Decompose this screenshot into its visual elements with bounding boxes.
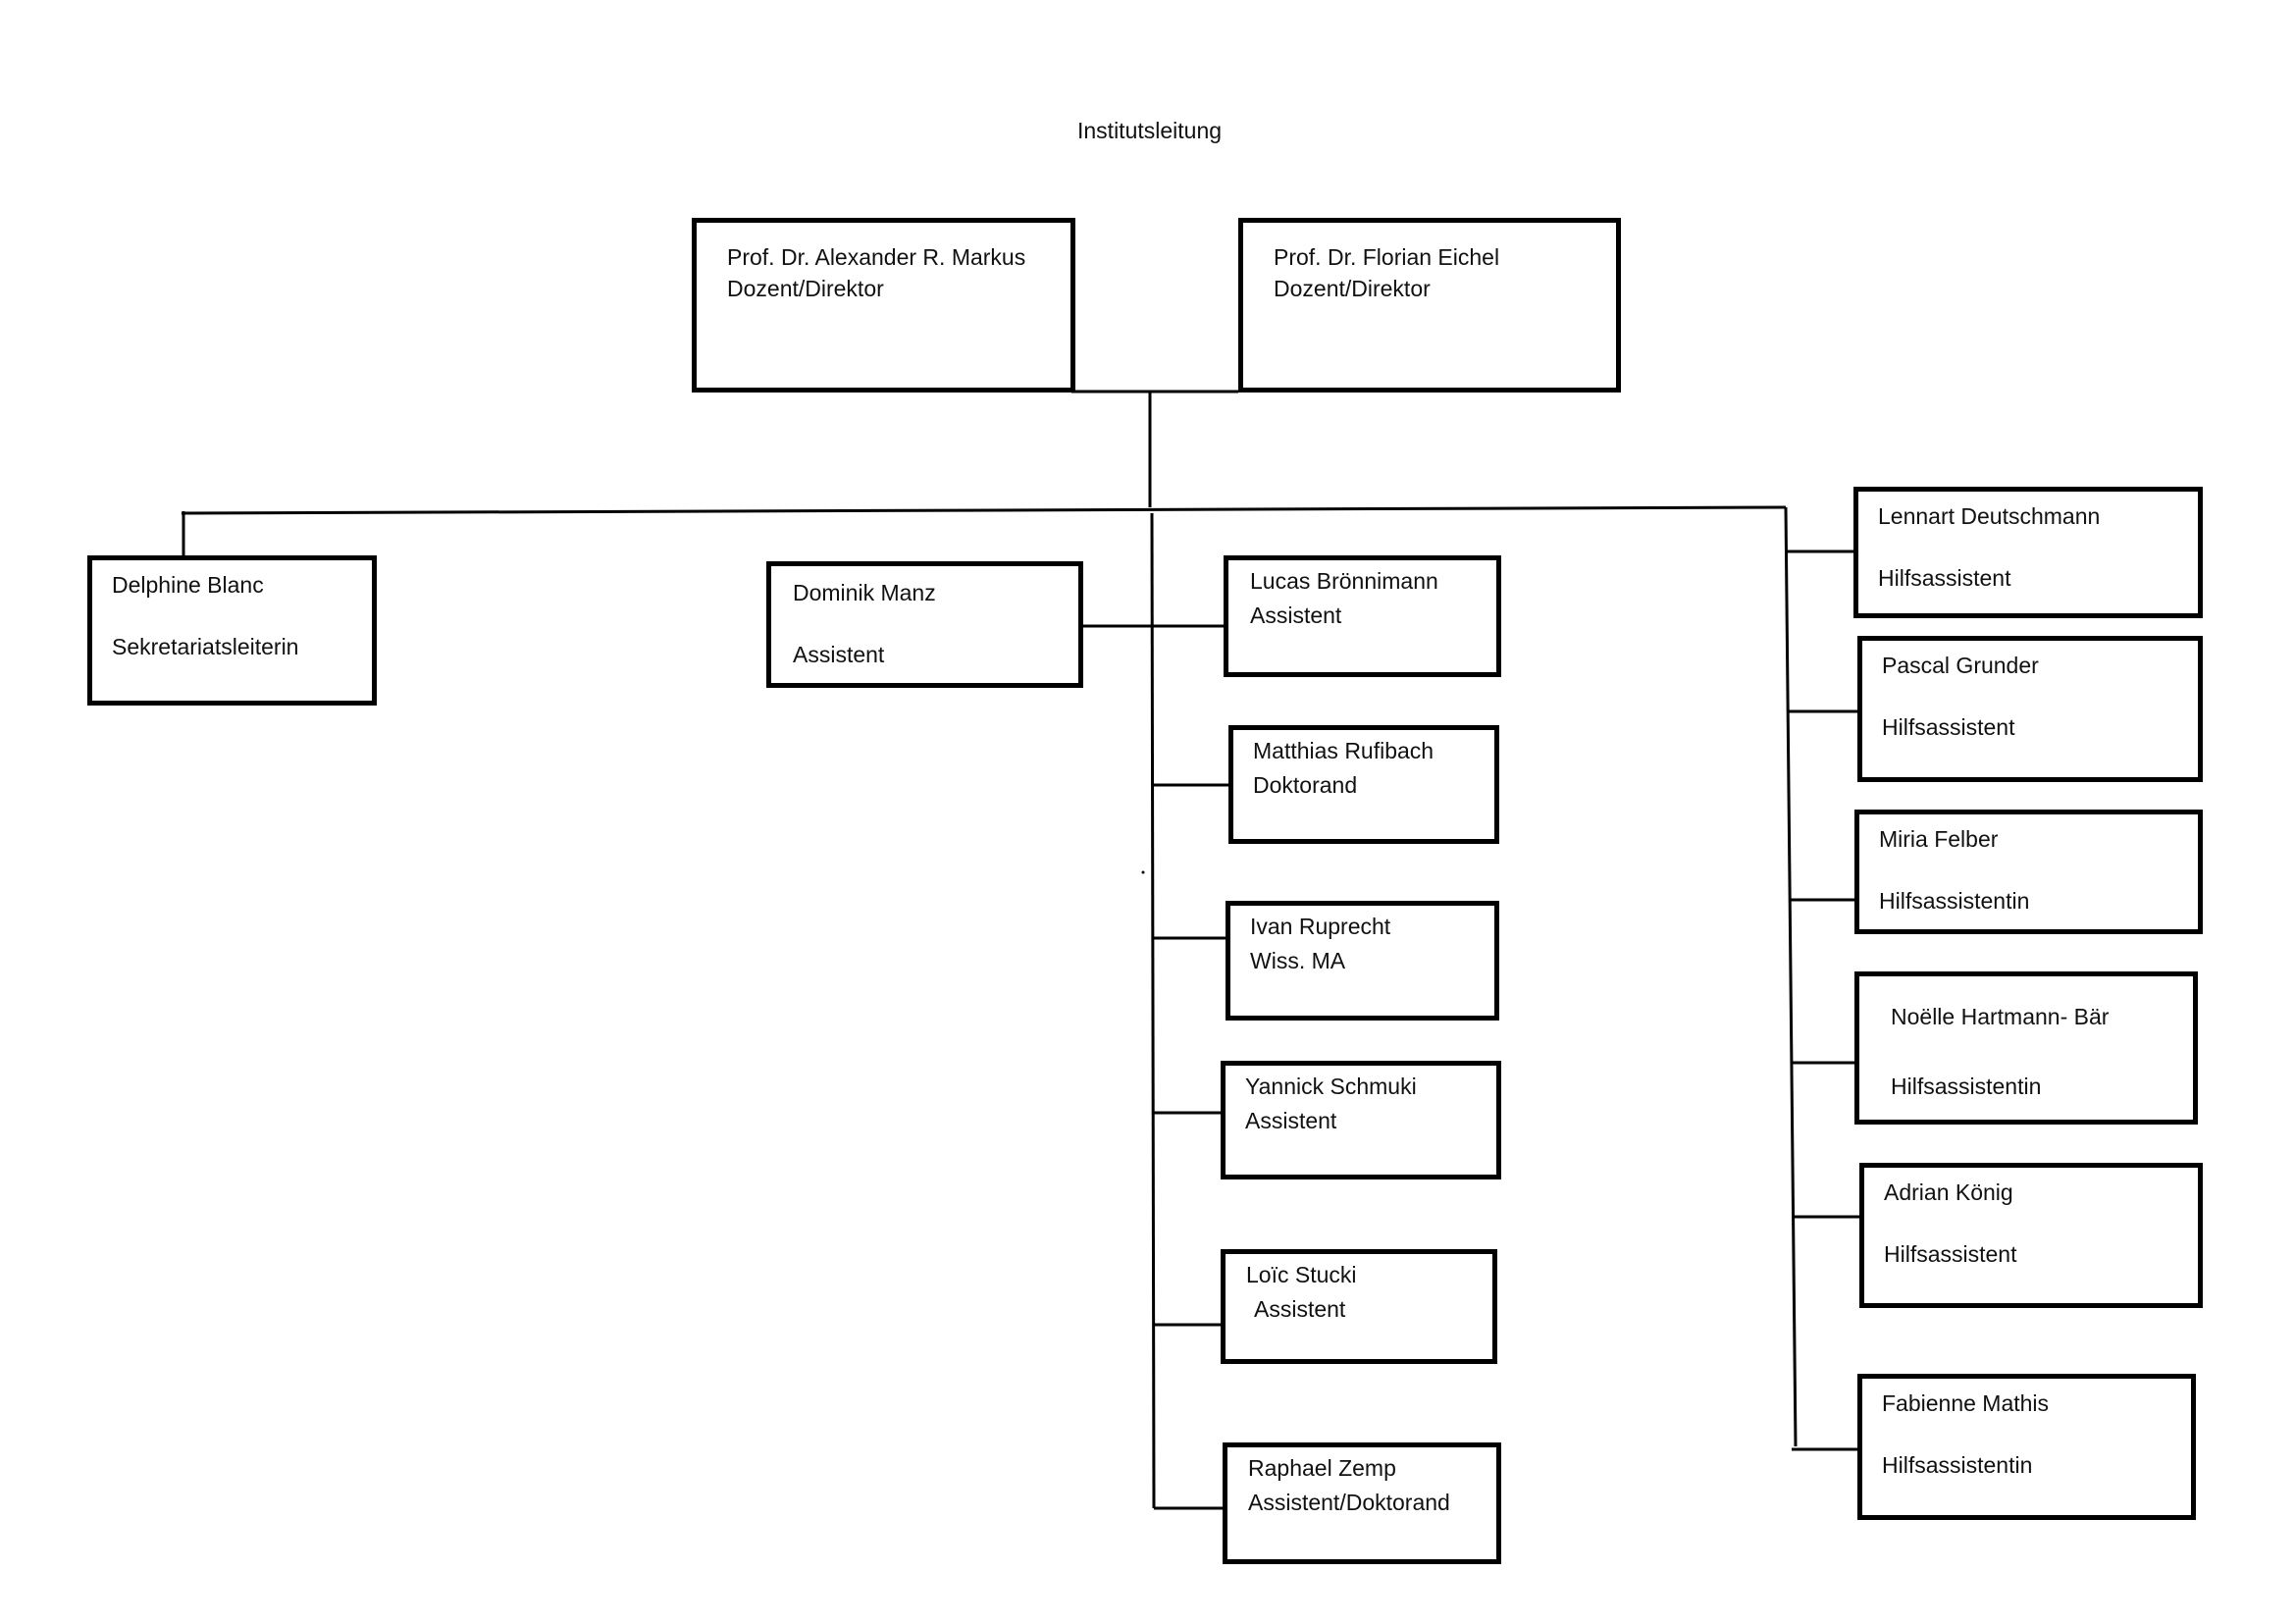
person-name: Loïc Stucki (1246, 1262, 1357, 1287)
org-box-staff: Lucas Brönnimann Assistent (1224, 555, 1501, 677)
person-name: Prof. Dr. Florian Eichel (1274, 244, 1500, 270)
person-role: Assistent (1245, 1108, 1337, 1133)
org-box-helper: Fabienne Mathis Hilfsassistentin (1857, 1374, 2196, 1520)
person-name: Raphael Zemp (1248, 1455, 1396, 1481)
org-box-staff: Raphael Zemp Assistent/Doktorand (1223, 1442, 1501, 1564)
org-box-helper: Noëlle Hartmann- Bär Hilfsassistentin (1854, 971, 2198, 1125)
person-name: Lucas Brönnimann (1250, 568, 1438, 594)
diagram-title: Institutsleitung (1077, 118, 1223, 143)
person-role: Assistent/Doktorand (1248, 1490, 1450, 1515)
org-box-assistant-lead: Dominik Manz Assistent (766, 561, 1083, 688)
person-name: Pascal Grunder (1882, 653, 2039, 678)
org-box-leadership-1: Prof. Dr. Alexander R. Markus Dozent/Dir… (692, 218, 1075, 393)
person-role: Dozent/Direktor (1274, 276, 1431, 301)
person-role: Hilfsassistent (1884, 1241, 2017, 1267)
person-role: Hilfsassistentin (1882, 1452, 2033, 1478)
person-role: Hilfsassistentin (1891, 1074, 2042, 1099)
org-box-staff: Yannick Schmuki Assistent (1221, 1061, 1501, 1179)
org-box-helper: Lennart Deutschmann Hilfsassistent (1853, 487, 2203, 618)
person-name: Ivan Ruprecht (1250, 914, 1391, 939)
person-role: Hilfsassistent (1882, 714, 2015, 740)
person-name: Fabienne Mathis (1882, 1390, 2050, 1416)
person-name: Yannick Schmuki (1245, 1074, 1417, 1099)
org-box-helper: Adrian König Hilfsassistent (1859, 1163, 2203, 1308)
person-role: Hilfsassistentin (1879, 888, 2030, 914)
person-role: Wiss. MA (1250, 948, 1346, 973)
org-box-leadership-2: Prof. Dr. Florian Eichel Dozent/Direktor (1238, 218, 1621, 393)
person-name: Lennart Deutschmann (1878, 503, 2101, 529)
person-name: Matthias Rufibach (1253, 738, 1434, 763)
person-role: Assistent (1254, 1296, 1346, 1322)
org-box-staff: Ivan Ruprecht Wiss. MA (1226, 901, 1499, 1021)
person-name: Delphine Blanc (112, 572, 264, 598)
person-role: Doktorand (1253, 772, 1358, 798)
person-role: Dozent/Direktor (727, 276, 884, 301)
org-box-secretariat: Delphine Blanc Sekretariatsleiterin (87, 555, 377, 706)
person-name: Miria Felber (1879, 826, 1999, 852)
org-box-helper: Pascal Grunder Hilfsassistent (1857, 636, 2203, 782)
person-role: Hilfsassistent (1878, 565, 2011, 591)
person-name: Noëlle Hartmann- Bär (1891, 1004, 2110, 1029)
person-role: Assistent (793, 642, 885, 667)
org-box-staff: Matthias Rufibach Doktorand (1228, 725, 1499, 844)
person-role: Assistent (1250, 602, 1342, 628)
person-role: Sekretariatsleiterin (112, 634, 299, 659)
org-box-staff: Loïc Stucki Assistent (1221, 1249, 1497, 1364)
person-name: Dominik Manz (793, 580, 936, 605)
org-box-helper: Miria Felber Hilfsassistentin (1854, 810, 2203, 934)
person-name: Prof. Dr. Alexander R. Markus (727, 244, 1026, 270)
person-name: Adrian König (1884, 1179, 2013, 1205)
